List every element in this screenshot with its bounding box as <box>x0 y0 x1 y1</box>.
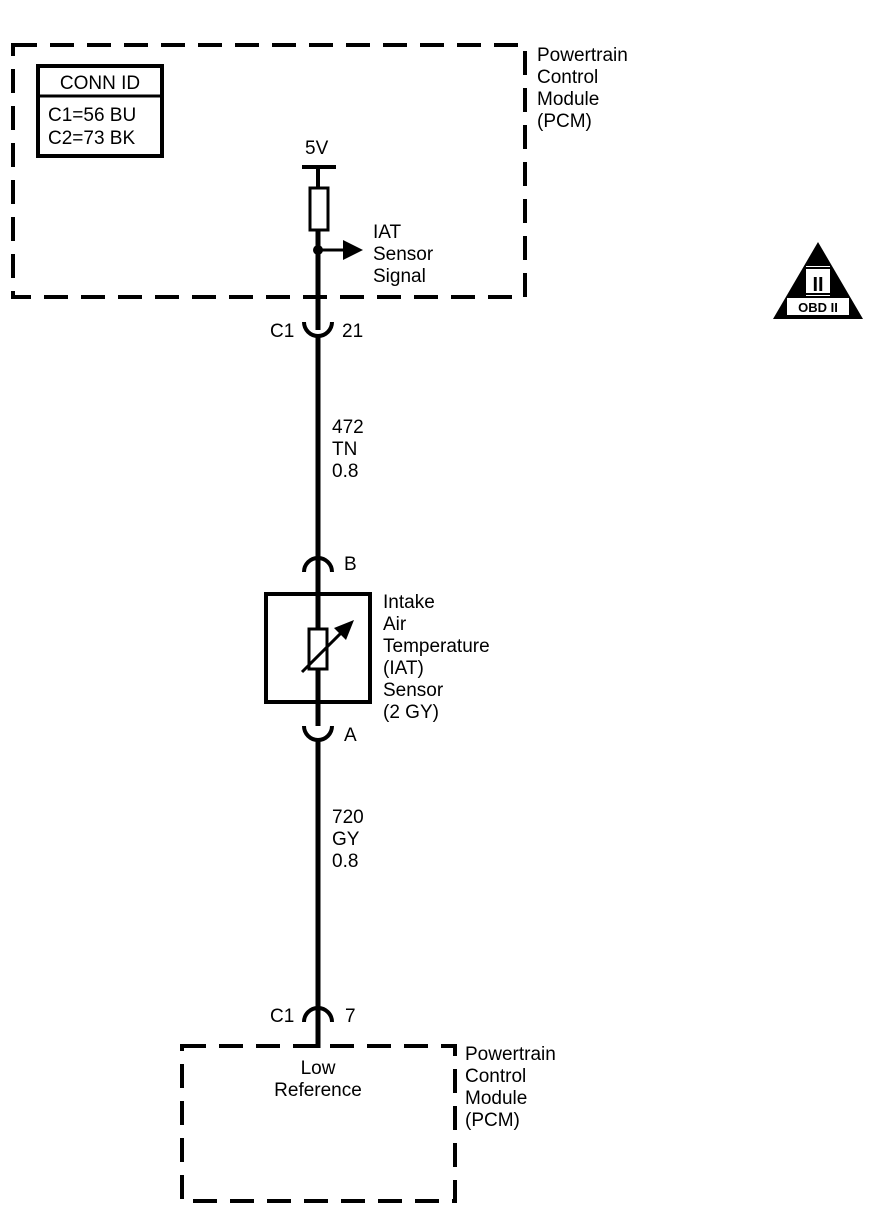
signal-label: IAT Sensor Signal <box>373 222 434 287</box>
conn-id-header: CONN ID <box>60 73 140 94</box>
low-reference-label: Low Reference <box>274 1058 362 1101</box>
pcm-top-boundary <box>11 43 527 299</box>
obd-ii-badge-icon: II OBD II <box>773 242 863 319</box>
pcm-bottom-title: Powertrain Control Module (PCM) <box>465 1044 556 1131</box>
sensor-pin-a-icon <box>302 725 334 742</box>
signal-label-line: IAT <box>373 222 402 243</box>
wire-2-label-line: 0.8 <box>332 851 358 872</box>
pcm-top-title-line: Control <box>537 67 598 88</box>
low-ref-label-line: Reference <box>274 1080 362 1101</box>
connector-bottom-name: C1 <box>270 1006 294 1027</box>
connector-top-pin: 21 <box>342 321 363 342</box>
connector-top-name: C1 <box>270 321 294 342</box>
pcm-bottom-title-line: Powertrain <box>465 1044 556 1065</box>
pcm-top-title: Powertrain Control Module (PCM) <box>537 45 628 132</box>
pcm-top-title-line: (PCM) <box>537 111 592 132</box>
pullup-resistor-icon <box>308 186 330 232</box>
connector-bottom-pin: 7 <box>345 1006 356 1027</box>
wire-1-label-line: 472 <box>332 417 364 438</box>
pcm-bottom-boundary <box>180 1044 457 1203</box>
sensor-label-line: Air <box>383 614 407 635</box>
conn-id-row: C1=56 BU <box>48 105 136 126</box>
connector-c1-21-icon <box>302 321 334 338</box>
sensor-label-line: (2 GY) <box>383 702 439 723</box>
wire-1-label-line: TN <box>332 439 357 460</box>
obd-roman-numeral: II <box>812 274 823 296</box>
sensor-pin-b-icon <box>302 556 334 573</box>
signal-arrow-icon <box>343 240 363 260</box>
pcm-bottom-title-line: Control <box>465 1066 526 1087</box>
sensor-label-line: Intake <box>383 592 435 613</box>
sensor-pin-b-label: B <box>344 554 357 575</box>
signal-label-line: Sensor <box>373 244 434 265</box>
thermistor-variable-arrow <box>300 628 346 674</box>
pcm-top-title-line: Powertrain <box>537 45 628 66</box>
pcm-bottom-title-line: Module <box>465 1088 527 1109</box>
connector-c1-7-icon <box>302 1006 334 1023</box>
wire-2-label-line: GY <box>332 829 360 850</box>
wire-1-label-line: 0.8 <box>332 461 358 482</box>
pcm-bottom-title-line: (PCM) <box>465 1110 520 1131</box>
sensor-label-line: Temperature <box>383 636 490 657</box>
wire-2-label-line: 720 <box>332 807 364 828</box>
sensor-label-line: (IAT) <box>383 658 424 679</box>
pcm-top-title-line: Module <box>537 89 599 110</box>
obd-label: OBD II <box>798 300 838 315</box>
wire-472-label: 472 TN 0.8 <box>332 417 364 482</box>
signal-label-line: Signal <box>373 266 426 287</box>
thermistor-arrowhead-icon <box>334 620 354 640</box>
sensor-pin-a-label: A <box>344 725 357 746</box>
conn-id-row: C2=73 BK <box>48 128 135 149</box>
sensor-label: Intake Air Temperature (IAT) Sensor (2 G… <box>383 592 490 723</box>
low-ref-label-line: Low <box>301 1058 336 1079</box>
conn-id-table: CONN ID C1=56 BU C2=73 BK <box>36 64 164 158</box>
sensor-label-line: Sensor <box>383 680 444 701</box>
wire-720-label: 720 GY 0.8 <box>332 807 364 872</box>
supply-voltage-label: 5V <box>305 138 329 159</box>
